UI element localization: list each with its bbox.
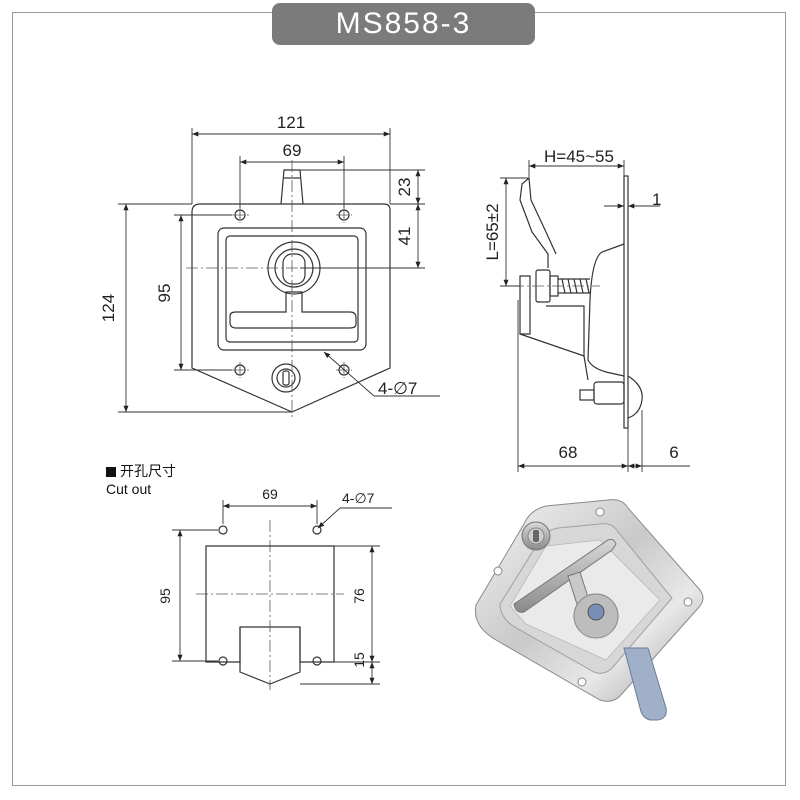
product-title: MS858-3 bbox=[272, 3, 535, 45]
cutout-hole-tr bbox=[312, 525, 322, 535]
cutout-hole-br bbox=[312, 656, 322, 666]
cutout-hole-tl bbox=[218, 525, 228, 535]
dim-23: 23 bbox=[395, 178, 414, 197]
dim-124: 124 bbox=[99, 294, 118, 322]
photo-tab bbox=[623, 647, 667, 721]
side-handle-arm bbox=[519, 177, 557, 268]
front-view bbox=[191, 169, 391, 413]
dim-95: 95 bbox=[155, 284, 174, 303]
side-view bbox=[519, 175, 643, 429]
cutout-dim-15: 15 bbox=[351, 652, 367, 668]
dim-h: H=45~55 bbox=[544, 147, 614, 166]
cutout-label: 开孔尺寸 Cut out bbox=[106, 462, 176, 498]
side-cam bbox=[519, 275, 531, 335]
front-plate-outline bbox=[191, 203, 391, 413]
cutout-label-en: Cut out bbox=[106, 481, 152, 497]
dim-68: 68 bbox=[559, 443, 578, 462]
cutout-dim-69: 69 bbox=[262, 486, 278, 502]
dim-l: L=65±2 bbox=[483, 203, 502, 260]
cutout-dim-76: 76 bbox=[351, 588, 367, 604]
lock-cylinder bbox=[271, 363, 301, 393]
dim-6: 6 bbox=[669, 443, 678, 462]
cutout-label-cn: 开孔尺寸 bbox=[120, 463, 176, 479]
cutout-dim-95: 95 bbox=[157, 588, 173, 604]
cutout-hole-bl bbox=[218, 656, 228, 666]
side-plate bbox=[623, 175, 629, 429]
dim-69: 69 bbox=[283, 141, 302, 160]
side-recess bbox=[587, 243, 625, 377]
cutout-dim-holes: 4-∅7 bbox=[342, 490, 375, 506]
dim-41: 41 bbox=[395, 227, 414, 246]
bullet-square-icon bbox=[106, 467, 116, 477]
product-photo bbox=[474, 499, 704, 721]
photo-t-handle bbox=[513, 539, 617, 613]
dim-thickness: 1 bbox=[652, 190, 661, 209]
side-lock bbox=[627, 375, 643, 419]
dim-holes: 4-∅7 bbox=[378, 379, 417, 398]
dim-121: 121 bbox=[277, 113, 305, 132]
t-handle bbox=[229, 291, 357, 329]
